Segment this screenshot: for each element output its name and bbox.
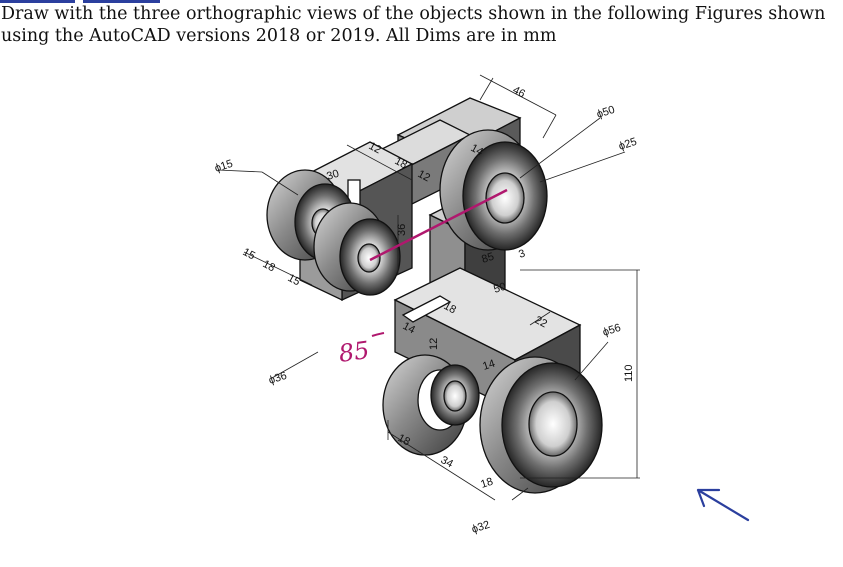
dimension-lines	[217, 74, 640, 501]
lower-base	[393, 267, 582, 412]
lower-left-clevis	[382, 354, 480, 456]
dim-50: 50	[492, 281, 507, 296]
dim-diameter-50: ϕ50	[595, 104, 616, 121]
dim-diameter-15: ϕ15	[213, 158, 234, 175]
dim-15-left-b: 15	[286, 272, 302, 288]
dim-34: 34	[439, 454, 455, 470]
handwritten-underline	[371, 332, 385, 337]
dim-diameter-25: ϕ25	[617, 136, 638, 153]
dim-12-top: 12	[367, 140, 383, 156]
dim-15-left: 15	[241, 246, 257, 262]
dim-14-lower: 14	[481, 358, 496, 373]
dim-14-mid: 14	[401, 320, 417, 336]
arrow-icon	[696, 488, 750, 522]
instruction-line-1: Draw with the three orthographic views o…	[1, 4, 826, 24]
dim-diameter-32: ϕ32	[470, 519, 491, 536]
dim-14-top: 14	[469, 142, 485, 158]
dim-3: 3	[517, 248, 527, 261]
dim-18-mid: 18	[442, 300, 458, 316]
assignment-instructions: Draw with the three orthographic views o…	[1, 3, 831, 47]
dim-110: 110	[623, 364, 635, 382]
dim-12-mid: 12	[428, 338, 440, 350]
dim-18-base-b: 18	[479, 476, 494, 491]
left-boss-front	[313, 202, 401, 296]
dim-12-top-b: 12	[416, 168, 432, 184]
dim-18-top: 18	[393, 155, 409, 171]
dim-36-vertical: 36	[396, 224, 408, 236]
dim-22: 22	[533, 314, 549, 330]
handwritten-distance-line	[369, 188, 508, 262]
dim-85: 85	[480, 251, 495, 266]
dim-diameter-56: ϕ56	[601, 322, 622, 339]
dim-diameter-36: ϕ36	[267, 370, 288, 387]
dim-18-left: 18	[261, 258, 277, 274]
instruction-line-2: using the AutoCAD versions 2018 or 2019.…	[1, 26, 557, 46]
dim-30: 30	[325, 168, 340, 183]
dim-18-base: 18	[396, 432, 412, 448]
header-rule	[0, 0, 160, 3]
handwritten-85: 85	[337, 336, 371, 368]
upper-right-boss	[439, 129, 548, 251]
dim-46: 46	[511, 84, 527, 100]
lower-right-boss	[479, 356, 603, 494]
